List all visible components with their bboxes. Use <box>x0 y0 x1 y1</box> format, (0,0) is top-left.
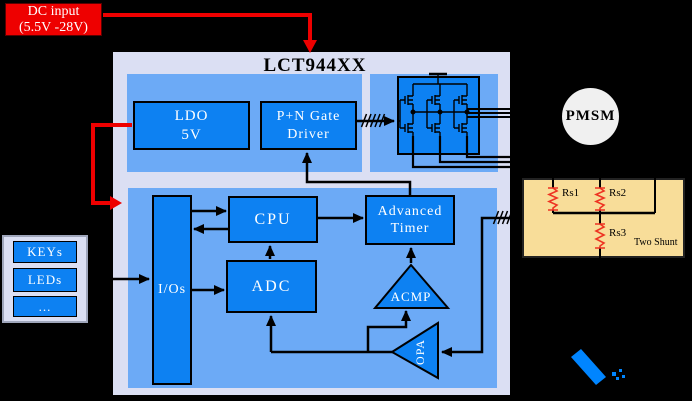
ldo-label-1: LDO <box>174 108 209 125</box>
gate-driver-label-1: P+N Gate <box>276 109 341 125</box>
rs1-label: Rs1 <box>562 187 580 199</box>
adc-label: ADC <box>251 277 292 295</box>
gate-driver-block: P+N Gate Driver <box>260 101 357 150</box>
gate-driver-label-2: Driver <box>287 126 330 142</box>
keys-label: KEYs <box>27 244 63 260</box>
logo-mark <box>571 349 625 385</box>
dc-input-range: (5.5V -28V) <box>19 19 88 35</box>
rs2-label: Rs2 <box>609 187 627 199</box>
leds-label: LEDs <box>27 272 63 288</box>
mosfet-bridge-box <box>397 76 480 155</box>
pmsm-circle: PMSM <box>562 88 619 145</box>
cpu-label: CPU <box>254 210 292 228</box>
ios-block: I/Os <box>152 195 192 385</box>
advanced-timer-block: Advanced Timer <box>365 195 455 245</box>
timer-label-1: Advanced <box>377 203 443 219</box>
ldo-label-2: 5V <box>181 126 202 143</box>
chip-title: LCT944XX <box>263 55 367 76</box>
more-label: ... <box>38 298 52 314</box>
adc-block: ADC <box>226 260 317 313</box>
ldo-block: LDO 5V <box>133 101 250 150</box>
dc-input-box: DC input (5.5V -28V) <box>5 3 102 36</box>
ios-label: I/Os <box>157 282 187 298</box>
leds-block: LEDs <box>13 268 77 292</box>
timer-label-2: Timer <box>390 221 430 236</box>
rs3-label: Rs3 <box>609 227 627 239</box>
acmp-label: ACMP <box>390 289 432 304</box>
opa-label: OPA <box>413 339 427 365</box>
dc-input-label: DC input <box>27 3 80 19</box>
cpu-block: CPU <box>228 196 318 243</box>
shunt-caption: Two Shunt <box>634 237 678 248</box>
keys-block: KEYs <box>13 241 77 263</box>
more-peripherals-block: ... <box>13 296 77 317</box>
pmsm-label: PMSM <box>565 108 616 124</box>
